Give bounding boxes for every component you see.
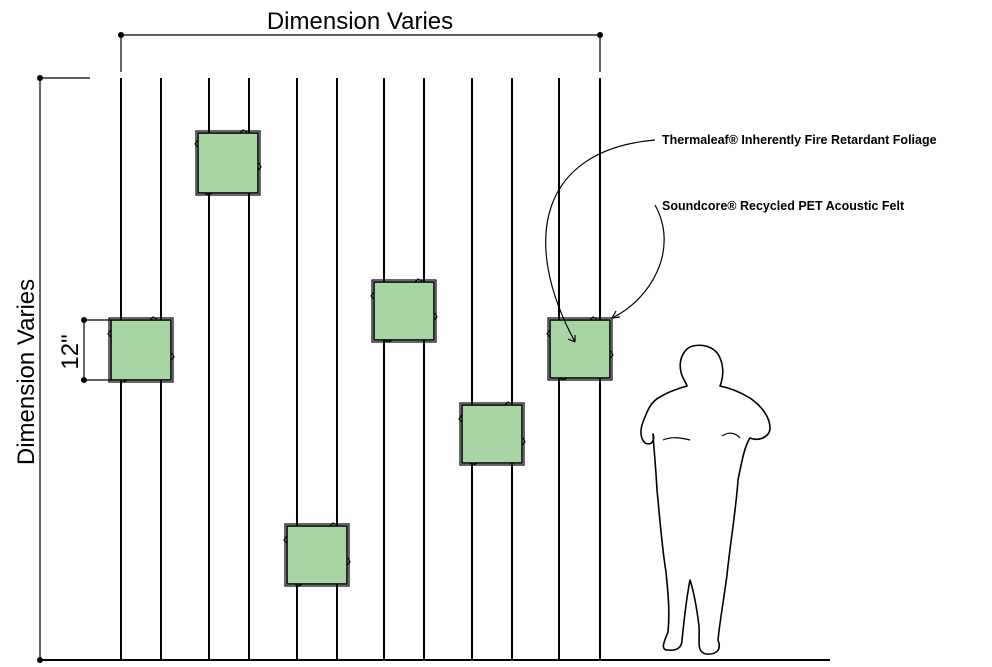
foliage-tile-4 (458, 401, 526, 466)
foliage-tile-2 (107, 316, 175, 383)
height-dimension-label: Dimension Varies (13, 279, 40, 465)
callout-foliage: Thermaleaf® Inherently Fire Retardant Fo… (662, 133, 937, 147)
foliage-tile-3 (370, 278, 438, 343)
tile-size-dimension: 12" (57, 317, 112, 383)
human-arm-detail (662, 432, 741, 441)
felt-strips (120, 78, 601, 660)
tile-size-label: 12" (57, 334, 84, 369)
width-dimension: Dimension Varies (118, 8, 603, 72)
human-scale-figure (640, 344, 771, 655)
height-dimension: Dimension Varies (13, 75, 90, 663)
foliage-tile-5 (283, 522, 351, 587)
width-dimension-label: Dimension Varies (267, 8, 453, 35)
callout-leaders (545, 139, 665, 343)
callout-felt: Soundcore® Recycled PET Acoustic Felt (662, 199, 905, 213)
foliage-tile-6 (546, 316, 614, 381)
foliage-tile-1 (194, 129, 262, 196)
